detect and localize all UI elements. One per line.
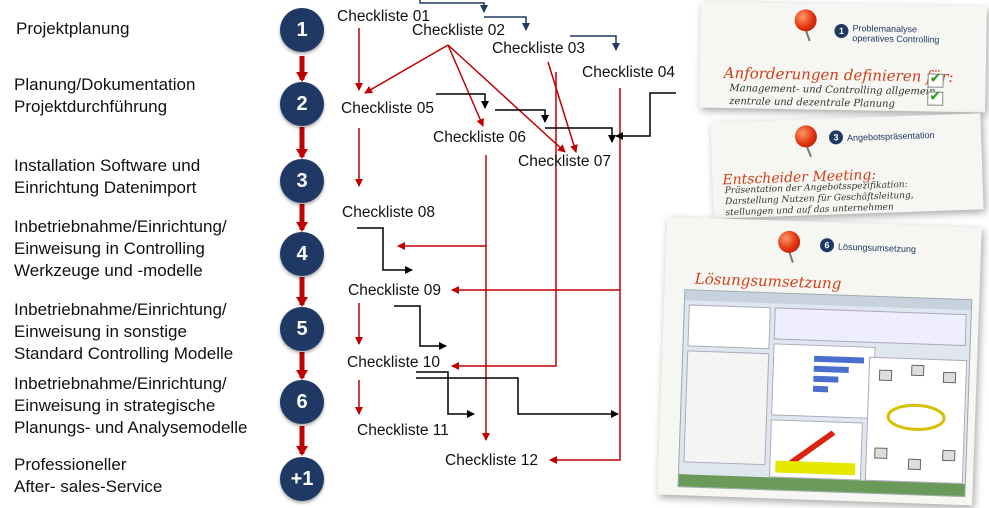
card-title: Angebotspräsentation: [846, 129, 935, 143]
pushpin-icon: [794, 9, 817, 32]
phase-circle-6: 6: [280, 380, 324, 424]
phase-circle-3: 3: [280, 159, 324, 203]
pushpin-icon: [794, 125, 818, 148]
black-arrows: [357, 92, 676, 418]
checklist-05: Checkliste 05: [341, 100, 435, 117]
navy-chain: [419, 0, 620, 51]
phase-label-3: Installation Software und Einrichtung Da…: [14, 156, 201, 197]
phase-circle-5: 5: [280, 307, 324, 351]
phase-label-5: Inbetriebnahme/Einrichtung/ Einweisung i…: [14, 300, 234, 363]
card-title: Problemanalyse operatives Controlling: [852, 23, 940, 45]
card-title: Lösungsumsetzung: [837, 241, 917, 255]
phase-label-6: Inbetriebnahme/Einrichtung/ Einweisung i…: [14, 374, 248, 437]
checklist-08: Checkliste 08: [342, 204, 436, 221]
red-arrows: [355, 28, 621, 464]
card-loesungsumsetzung: 6 Lösungsumsetzung Lösungsumsetzung: [657, 216, 982, 506]
checklist-12: Checkliste 12: [445, 452, 539, 469]
pushpin-icon: [777, 230, 801, 254]
network-diagram: [874, 364, 957, 471]
phase-circle-2: 2: [280, 82, 324, 126]
phase-label-7: Professioneller After- sales-Service: [14, 455, 163, 496]
checklist-01: Checkliste 01: [337, 8, 431, 25]
phase-label-1: Projektplanung: [16, 19, 130, 38]
card-problemanalyse: 1 Problemanalyse operatives Controlling …: [699, 1, 987, 113]
phase-label-4: Inbetriebnahme/Einrichtung/ Einweisung i…: [14, 217, 227, 280]
checklist-09: Checkliste 09: [348, 282, 442, 299]
card-angebotspraesentation: 3 Angebotspräsentation Entscheider Meeti…: [710, 113, 984, 219]
card-number-badge: 6: [819, 237, 835, 253]
phase-circle-4: 4: [280, 232, 324, 276]
card-heading: Lösungsumsetzung: [694, 269, 842, 293]
checkbox-icon: [927, 91, 944, 106]
checklist-07: Checkliste 07: [518, 153, 612, 170]
checklist-10: Checkliste 10: [347, 354, 441, 371]
checklist-02: Checkliste 02: [412, 22, 506, 39]
mini-chart: [775, 430, 856, 476]
card-number-badge: 1: [834, 23, 849, 39]
checklist-06: Checkliste 06: [433, 129, 527, 146]
card-text: Management- und Controlling allgemein ze…: [729, 83, 936, 112]
checklist-04: Checkliste 04: [582, 64, 676, 81]
checklist-03: Checkliste 03: [492, 40, 586, 57]
software-screenshot: [677, 289, 973, 498]
card-number-badge: 3: [828, 130, 844, 145]
phase-circle-7: +1: [280, 457, 324, 501]
checklist-11: Checkliste 11: [357, 422, 449, 439]
phase-circle-1: 1: [280, 8, 324, 52]
checkbox-icon: [927, 73, 944, 88]
phase-label-2: Planung/Dokumentation Projektdurchführun…: [14, 75, 196, 116]
